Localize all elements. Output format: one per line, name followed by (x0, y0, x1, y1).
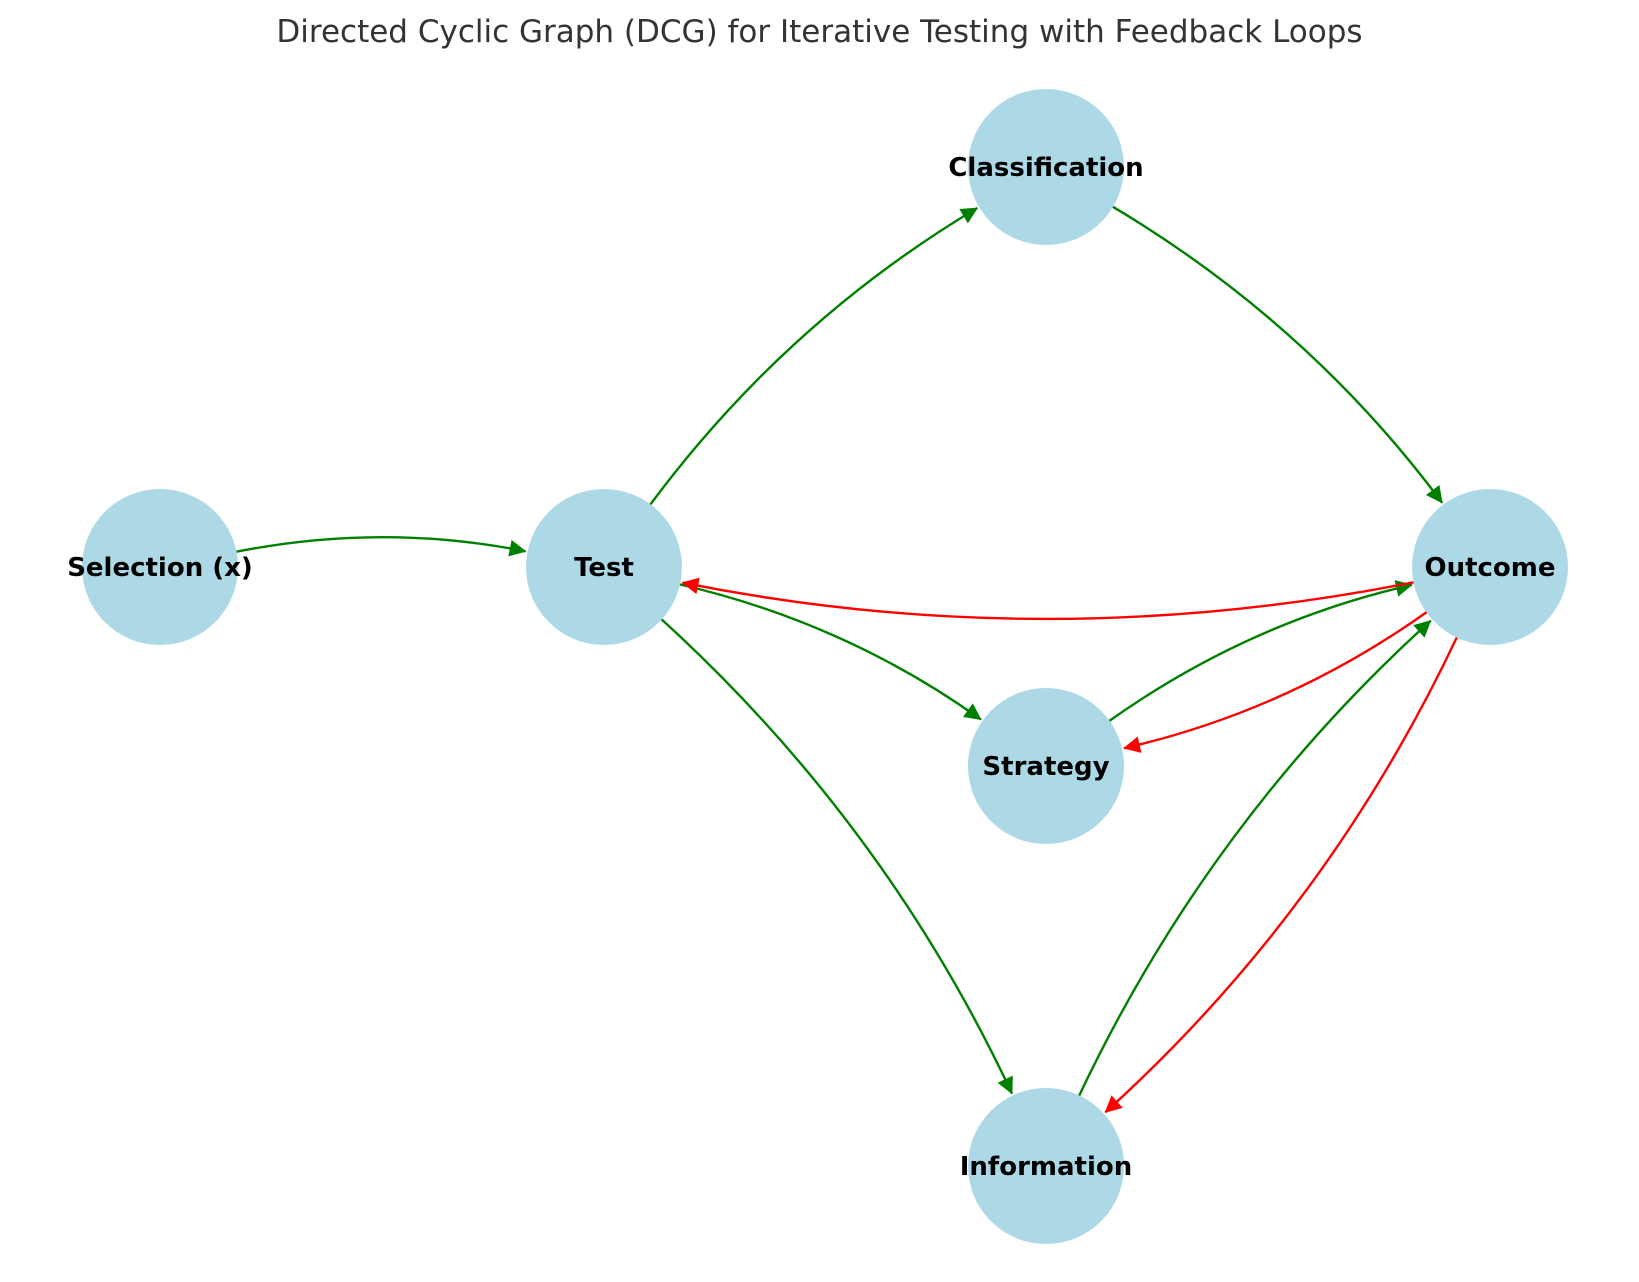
edge-outcome-to-information (1104, 635, 1459, 1114)
edge-classification-to-outcome (1110, 204, 1444, 504)
node-test-circle (526, 489, 682, 645)
edge-outcome-to-test (681, 577, 1416, 621)
node-selection: Selection (x) (67, 489, 253, 645)
node-outcome-circle (1412, 489, 1568, 645)
nodes-layer: Selection (x) Test ClassificationStrategyI… (67, 89, 1568, 1244)
edge-test-to-strategy (677, 582, 982, 721)
node-strategy-circle (968, 688, 1124, 844)
edge-information-to-outcome (1077, 619, 1432, 1098)
edge-selection-to-test (234, 535, 527, 557)
node-classification: Classification (948, 89, 1144, 245)
node-strategy-label: Strategy (982, 752, 1109, 782)
node-test-label: Test (574, 553, 634, 583)
node-information-label: Information (960, 1152, 1133, 1182)
edge-outcome-to-strategy (1123, 610, 1429, 753)
edge-test-to-information (659, 617, 1014, 1095)
node-strategy: Strategy (968, 688, 1124, 844)
node-selection-circle (82, 489, 238, 645)
node-test: Test (526, 489, 682, 645)
edge-test-to-classification (648, 206, 979, 507)
node-classification-label: Classification (948, 153, 1143, 183)
node-outcome: Outcome (1412, 489, 1568, 645)
edge-strategy-to-outcome (1107, 580, 1413, 723)
node-selection-label: Selection (x) (67, 553, 253, 583)
node-classification-circle (968, 89, 1124, 245)
node-outcome-label: Outcome (1424, 553, 1555, 583)
node-information: Information (960, 1088, 1133, 1244)
node-information-circle (968, 1088, 1124, 1244)
edges-layer (234, 204, 1459, 1114)
diagram-title: Directed Cyclic Graph (DCG) for Iterativ… (276, 14, 1363, 50)
